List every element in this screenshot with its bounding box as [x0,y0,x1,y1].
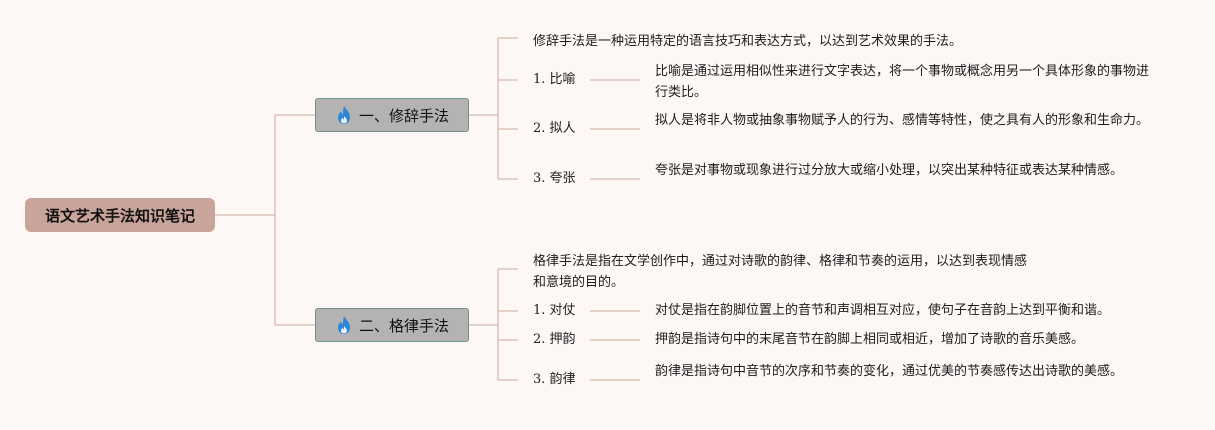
branch-title: 一、修辞手法 [358,106,449,125]
item-label[interactable]: 2. 拟人 [533,121,576,136]
item-label[interactable]: 3. 夸张 [533,171,576,186]
item-description: 比喻是通过运用相似性来进行文字表达，将一个事物或概念用另一个具体形象的事物进行类… [655,64,1150,100]
item-label[interactable]: 2. 押韵 [533,332,576,347]
fire-icon [337,316,350,334]
branch-node-meter[interactable]: 二、格律手法 [315,308,469,342]
fire-icon [337,106,350,124]
item-description: 押韵是指诗句中的末尾音节在韵脚上相同或相近，增加了诗歌的音乐美感。 [655,332,1085,347]
branch-summary: 格律手法是指在文学创作中，通过对诗歌的韵律、格律和节奏的运用，以达到表现情感和意… [533,254,1028,290]
item-label[interactable]: 1. 对仗 [533,303,576,318]
branch-node-rhetoric[interactable]: 一、修辞手法 [315,98,469,132]
item-description: 拟人是将非人物或抽象事物赋予人的行为、感情等特性，使之具有人的形象和生命力。 [655,113,1150,128]
root-node[interactable]: 语文艺术手法知识笔记 [25,198,215,232]
item-label[interactable]: 1. 比喻 [533,72,576,87]
branch-summary: 修辞手法是一种运用特定的语言技巧和表达方式，以达到艺术效果的手法。 [533,34,963,49]
root-title: 语文艺术手法知识笔记 [44,206,195,225]
item-description: 韵律是指诗句中音节的次序和节奏的变化，通过优美的节奏感传达出诗歌的美感。 [655,364,1124,379]
item-description: 对仗是指在韵脚位置上的音节和声调相互对应，使句子在音韵上达到平衡和谐。 [655,303,1111,318]
item-label[interactable]: 3. 韵律 [533,372,576,387]
item-description: 夸张是对事物或现象进行过分放大或缩小处理，以突出某种特征或表达某种情感。 [655,163,1124,178]
branch-title: 二、格律手法 [358,316,449,335]
